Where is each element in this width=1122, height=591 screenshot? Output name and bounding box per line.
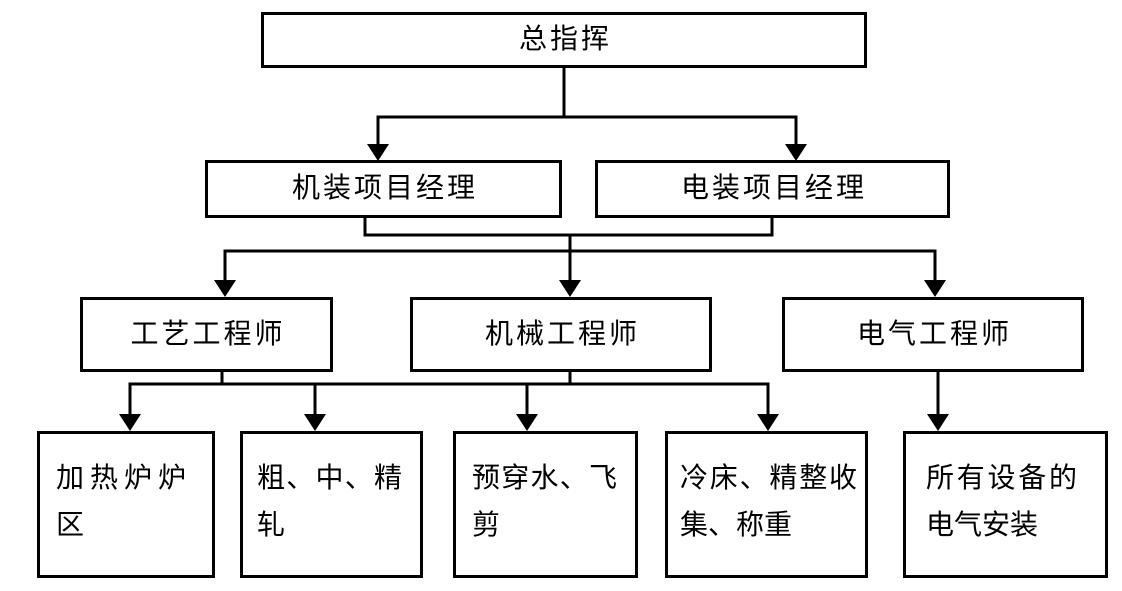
arrow-to-l3c-icon xyxy=(924,280,946,297)
node-label: 总指挥 xyxy=(518,24,612,56)
node-heating-furnace-area: 加热炉炉区 xyxy=(37,431,215,578)
arrow-to-l4a-icon xyxy=(119,414,141,431)
connector-l3-to-l4 xyxy=(128,370,770,418)
arrow-to-l2a-icon xyxy=(367,144,389,161)
node-rough-medium-finish-rolling: 粗、中、精轧 xyxy=(240,431,423,578)
node-label: 工艺工程师 xyxy=(130,318,286,350)
node-label: 电装项目经理 xyxy=(680,173,867,205)
node-label: 机装项目经理 xyxy=(291,173,478,205)
arrow-to-l4e-icon xyxy=(927,414,949,431)
node-cooling-bed-finishing-weighing: 冷床、精整收集、称重 xyxy=(665,431,868,578)
arrow-to-l3b-icon xyxy=(559,280,581,297)
node-commander-in-chief: 总指挥 xyxy=(261,12,867,68)
node-elec-install-project-manager: 电装项目经理 xyxy=(595,160,950,218)
arrow-to-l4b-icon xyxy=(304,414,326,431)
node-electrical-engineer: 电气工程师 xyxy=(782,297,1084,372)
node-mechanical-engineer: 机械工程师 xyxy=(410,297,712,372)
arrow-to-l3a-icon xyxy=(214,280,236,297)
node-mech-install-project-manager: 机装项目经理 xyxy=(205,160,562,218)
node-label: 机械工程师 xyxy=(484,318,640,350)
node-all-equipment-electrical-install: 所有设备的电气安装 xyxy=(903,431,1108,578)
node-process-engineer: 工艺工程师 xyxy=(80,297,333,372)
arrow-to-l4c-icon xyxy=(516,414,538,431)
connector-l2-to-l3 xyxy=(223,216,937,284)
node-label: 电气工程师 xyxy=(856,318,1012,350)
arrow-to-l4d-icon xyxy=(757,414,779,431)
node-water-piercing-flying-shear: 预穿水、飞剪 xyxy=(453,431,638,578)
arrow-to-l2b-icon xyxy=(785,144,807,161)
connector-root-to-l2 xyxy=(376,66,798,148)
